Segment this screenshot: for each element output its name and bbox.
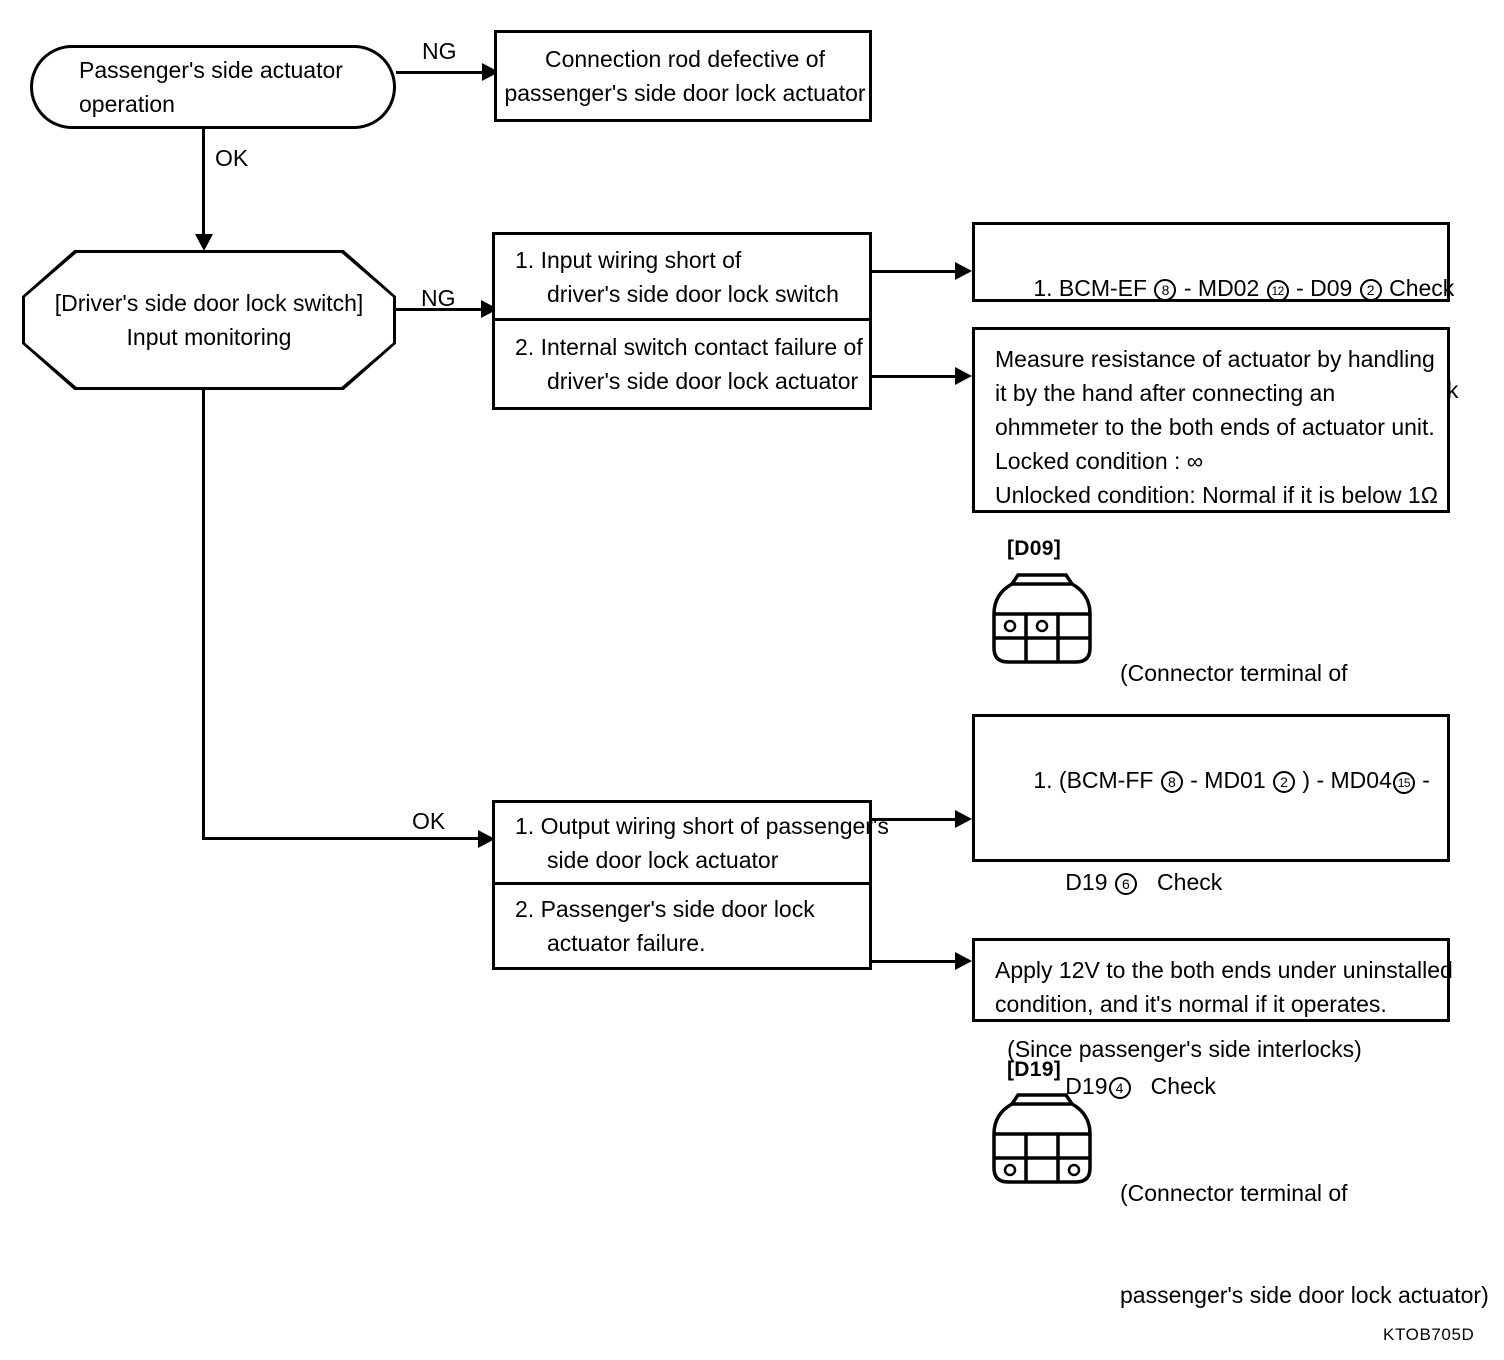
pcheck-2-b: Check: [1137, 869, 1223, 895]
pcheck-1-b: - MD01: [1183, 767, 1273, 793]
circled-number-6: 6: [1114, 873, 1137, 895]
box-ng-cause-2-text: 2. Internal switch contact failure of dr…: [515, 334, 863, 394]
node-decision-line2: Input monitoring: [126, 324, 292, 350]
apply12v-line-1: Apply 12V to the both ends under uninsta…: [995, 957, 1453, 983]
node-decision-input-monitoring: [Driver's side door lock switch] Input m…: [22, 250, 396, 390]
box-driver-wiring-check: 1. BCM-EF 8 - MD02 12 - D09 2 Check 2. D…: [972, 222, 1458, 404]
edge-arrow-cause2-to-check: [955, 367, 972, 385]
pcheck-2-a: D19: [1033, 869, 1114, 895]
node-decision-line1: [Driver's side door lock switch]: [54, 290, 364, 316]
connector-d09-id: [D09]: [1007, 537, 1062, 560]
box-resistance-measurement: Measure resistance of actuator by handli…: [972, 327, 1450, 513]
edge-label-ok-top: OK: [215, 145, 249, 171]
box-ng-causes: 1. Input wiring short of driver's side d…: [492, 232, 872, 410]
pcheck-1-c: ) - MD04: [1296, 767, 1392, 793]
circled-number-8: 8: [1160, 771, 1183, 793]
connector-d09-icon: [992, 573, 1092, 664]
edge-line-cause2-to-check: [872, 375, 962, 378]
note-line-2: (Since passenger's side interlocks): [988, 1036, 1362, 1062]
edge-line-cause1-to-check: [872, 270, 962, 273]
pcheck-1-d: -: [1415, 767, 1430, 793]
resistance-line-3: ohmmeter to the both ends of actuator un…: [995, 414, 1435, 440]
circled-number-2: 2: [1273, 771, 1296, 793]
edge-arrow-okcause2-to-check: [955, 952, 972, 970]
node-start-text: Passenger's side actuator operation: [33, 53, 343, 121]
box-ok-cause-1: 1. Output wiring short of passenger's si…: [495, 803, 889, 885]
node-start-line2: operation: [79, 91, 175, 117]
edge-line-okcause2-to-check: [872, 960, 962, 963]
box-connection-rod-defective-text: Connection rod defective of passenger's …: [504, 46, 866, 106]
edge-line-ng-mid: [396, 308, 486, 311]
circled-number-4: 4: [1108, 1077, 1131, 1099]
edge-line-ok-top: [202, 129, 205, 239]
connector-d19-caption: (Connector terminal of passenger's side …: [1120, 1108, 1489, 1360]
pcheck-1-a: 1. (BCM-FF: [1033, 767, 1160, 793]
check-line-1: 1. BCM-EF 8 - MD02 12 - D09 2 Check: [995, 237, 1454, 339]
connector-d09-caption-line1: (Connector terminal of: [1120, 660, 1348, 686]
connector-d19-id: [D19]: [1007, 1058, 1062, 1081]
box-ng-cause-1-text: 1. Input wiring short of driver's side d…: [515, 246, 839, 307]
box-ng-cause-2: 2. Internal switch contact failure of dr…: [495, 321, 869, 407]
edge-line-okcause1-to-check: [872, 818, 962, 821]
check-1-part-b: - MD02: [1177, 275, 1266, 301]
edge-label-ng-top: NG: [422, 38, 457, 64]
box-ok-cause-2-text: 2. Passenger's side door lock actuator f…: [515, 896, 815, 956]
box-ng-cause-1: 1. Input wiring short of driver's side d…: [495, 235, 869, 321]
edge-line-ok-bottom-horizontal: [202, 837, 487, 840]
box-ok-causes: 1. Output wiring short of passenger's si…: [492, 800, 889, 970]
edge-label-ok-bottom: OK: [412, 808, 446, 834]
check-1-part-d: Check: [1382, 275, 1455, 301]
connector-d19-icon: [992, 1093, 1092, 1184]
box-ok-cause-2: 2. Passenger's side door lock actuator f…: [495, 885, 869, 967]
circled-number-8: 8: [1154, 279, 1177, 301]
connector-d19-caption-line1: (Connector terminal of: [1120, 1180, 1348, 1206]
check-1-part-a: 1. BCM-EF: [1033, 275, 1154, 301]
figure-reference-code: KTOB705D: [1383, 1325, 1475, 1344]
edge-arrow-cause1-to-check: [955, 262, 972, 280]
check-1-part-c: - D09: [1289, 275, 1359, 301]
edge-line-ok-bottom-vertical: [202, 388, 205, 840]
circled-number-2: 2: [1359, 279, 1382, 301]
node-decision-inner: [Driver's side door lock switch] Input m…: [25, 253, 393, 387]
resistance-line-4: Locked condition : ∞: [995, 448, 1204, 474]
pcheck-4-b: Check: [1131, 1073, 1216, 1099]
edge-arrow-ok-top: [195, 234, 213, 251]
edge-arrow-okcause1-to-check: [955, 810, 972, 828]
node-start-line1: Passenger's side actuator: [79, 57, 343, 83]
node-start-passenger-actuator: Passenger's side actuator operation: [30, 45, 396, 129]
edge-label-ng-mid: NG: [421, 285, 456, 311]
resistance-line-1: Measure resistance of actuator by handli…: [995, 346, 1435, 372]
box-connection-rod-defective: Connection rod defective of passenger's …: [494, 30, 872, 122]
resistance-line-2: it by the hand after connecting an: [995, 380, 1336, 406]
box-ok-cause-1-text: 1. Output wiring short of passenger's si…: [515, 812, 889, 873]
pcheck-4-a: D19: [1033, 1073, 1108, 1099]
pcheck-line-2: D19 6 Check: [995, 831, 1431, 933]
circled-number-12: 12: [1266, 280, 1289, 302]
apply12v-line-2: condition, and it's normal if it operate…: [995, 991, 1387, 1017]
edge-arrow-ok-bottom: [478, 830, 495, 848]
connector-d19-caption-line2: passenger's side door lock actuator): [1120, 1282, 1489, 1308]
resistance-line-5: Unlocked condition: Normal if it is belo…: [995, 482, 1438, 508]
box-apply-12v: Apply 12V to the both ends under uninsta…: [972, 938, 1453, 1022]
edge-line-ng-top: [396, 71, 486, 74]
circled-number-15: 15: [1392, 772, 1415, 794]
